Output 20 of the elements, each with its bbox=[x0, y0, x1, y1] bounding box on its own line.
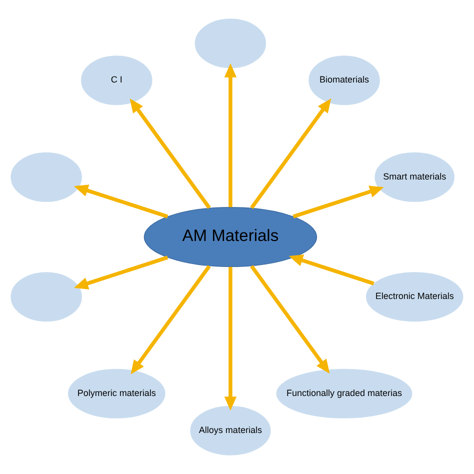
arrow bbox=[130, 264, 211, 374]
node-ellipse bbox=[10, 272, 82, 322]
node-ellipse: Biomaterials bbox=[308, 56, 380, 106]
arrow bbox=[292, 186, 384, 218]
node-ellipse: Electronic Materials bbox=[366, 272, 464, 322]
arrow bbox=[224, 63, 237, 208]
node-ellipse: Alloys materials bbox=[190, 406, 271, 456]
node-ellipse bbox=[194, 18, 266, 68]
arrow bbox=[130, 98, 211, 209]
arrow bbox=[74, 184, 168, 218]
node-ellipse bbox=[10, 152, 82, 202]
node-ellipse: Functionally graded materias bbox=[276, 368, 412, 418]
arrow bbox=[250, 98, 332, 209]
arrow bbox=[288, 254, 374, 286]
node-ellipse: C I bbox=[81, 56, 152, 106]
node-ellipse: Smart materials bbox=[374, 152, 454, 202]
arrow bbox=[250, 265, 330, 374]
node-ellipse: Polymeric materials bbox=[68, 368, 166, 418]
arrow bbox=[74, 256, 168, 290]
arrow bbox=[224, 266, 237, 411]
